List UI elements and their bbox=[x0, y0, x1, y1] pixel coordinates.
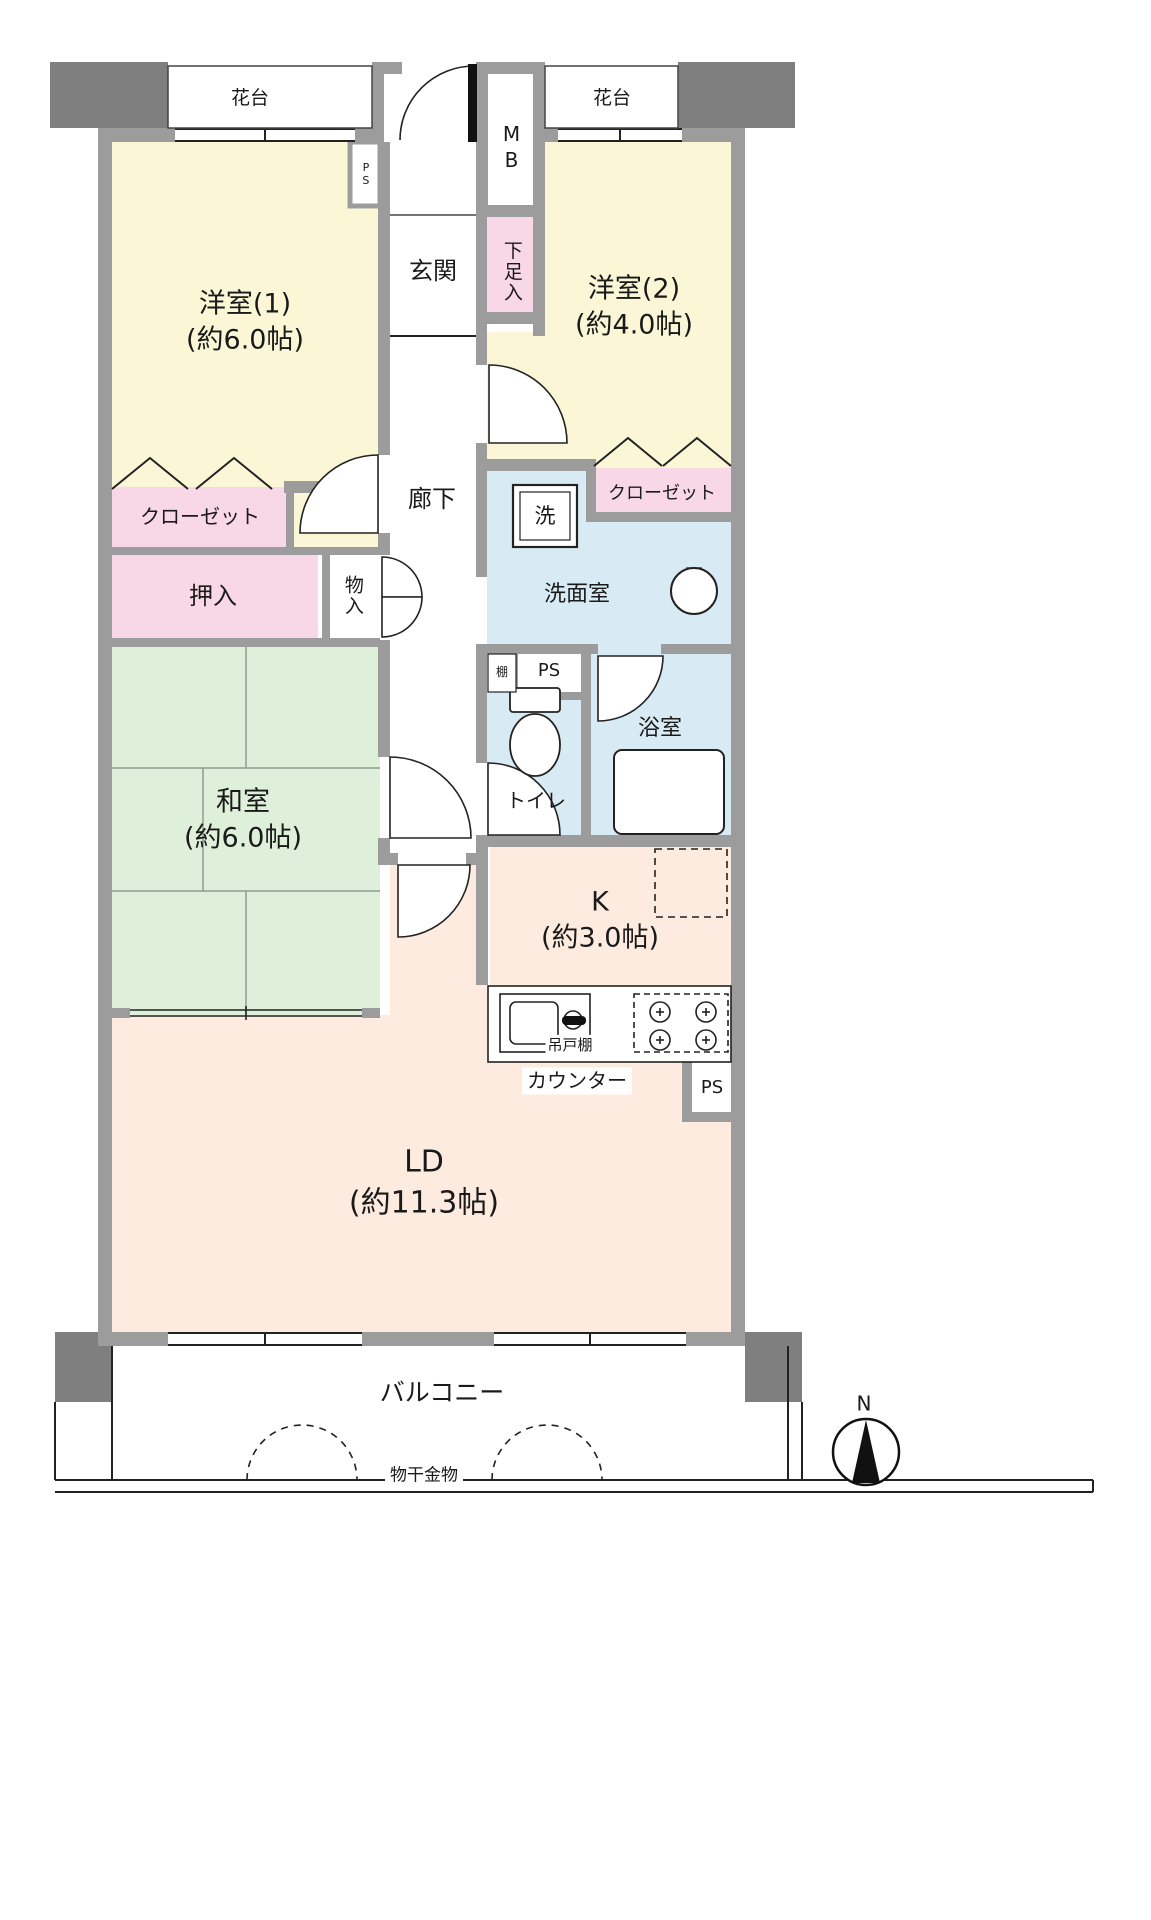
label-monohoshi: 物干金物 bbox=[385, 1464, 463, 1488]
label-kitchen: K(約3.0帖) bbox=[540, 886, 660, 954]
label-north: N bbox=[856, 1391, 872, 1416]
flower-bed-outlines bbox=[167, 65, 679, 129]
white-interiors bbox=[352, 74, 731, 1112]
label-getabako: 下足入 bbox=[500, 240, 523, 304]
windows bbox=[168, 128, 686, 1346]
label-yokushitsu: 浴室 bbox=[637, 716, 683, 742]
storage-door-upper bbox=[381, 556, 423, 598]
label-rouka: 廊下 bbox=[408, 484, 456, 513]
label-ps-top: PS bbox=[359, 161, 373, 187]
ps-top-box bbox=[347, 139, 383, 209]
refrigerator-outline bbox=[654, 848, 728, 918]
label-balcony: バルコニー bbox=[379, 1378, 505, 1408]
label-counter: カウンター bbox=[522, 1067, 632, 1095]
label-closet-right: クローゼット bbox=[608, 482, 716, 504]
entrance-lines bbox=[390, 214, 476, 337]
entrance-door-arc bbox=[399, 65, 475, 141]
label-closet-left: クローゼット bbox=[140, 504, 260, 529]
balcony-lines bbox=[54, 1346, 1094, 1493]
label-western-room-2: 洋室(2)(約4.0帖) bbox=[574, 273, 694, 341]
door-arcs bbox=[299, 64, 664, 938]
label-western-room-1: 洋室(1)(約6.0帖) bbox=[185, 288, 305, 356]
label-tana: 棚 bbox=[495, 664, 509, 679]
label-ps-bottom: PS bbox=[700, 1076, 724, 1098]
label-genkan: 玄関 bbox=[409, 256, 457, 285]
ld-door bbox=[397, 864, 471, 938]
tatami-lines bbox=[112, 645, 380, 1015]
kitchen-sink-icon bbox=[499, 993, 591, 1053]
stove-icon bbox=[633, 993, 729, 1053]
label-hanadai-right: 花台 bbox=[592, 87, 632, 110]
western1-door bbox=[299, 454, 379, 534]
label-washitsu: 和室(約6.0帖) bbox=[183, 786, 303, 854]
kitchen-counter bbox=[487, 985, 732, 1063]
label-ps-mid: PS bbox=[537, 659, 561, 681]
storage-door-lower bbox=[381, 596, 423, 638]
label-toilet: トイレ bbox=[506, 788, 566, 813]
label-tsuridana: 吊戸棚 bbox=[545, 1034, 595, 1056]
laundry-pole-arcs bbox=[246, 1424, 603, 1481]
vanity-sink-icon bbox=[670, 567, 718, 615]
toilet-door bbox=[487, 762, 561, 836]
pillars bbox=[50, 62, 802, 1402]
sliding-door bbox=[130, 1006, 362, 1020]
label-oshiire: 押入 bbox=[189, 581, 237, 610]
bifold-door-marks bbox=[111, 436, 732, 490]
label-senmenshitsu: 洗面室 bbox=[543, 582, 611, 608]
toilet-icon bbox=[509, 687, 561, 777]
label-mb: MB bbox=[499, 122, 524, 174]
label-monoire: 物入 bbox=[341, 575, 364, 617]
label-hanadai-left: 花台 bbox=[230, 87, 270, 110]
bathtub-icon bbox=[613, 749, 725, 835]
entrance-door-leaf bbox=[468, 64, 477, 142]
compass-icon bbox=[831, 1417, 901, 1487]
bath-door bbox=[597, 655, 664, 722]
shelf-box bbox=[487, 653, 517, 693]
washitsu-door bbox=[389, 756, 472, 839]
label-ld: LD(約11.3帖) bbox=[348, 1144, 500, 1221]
western2-door bbox=[488, 364, 568, 444]
washer-icon bbox=[511, 483, 579, 549]
label-washer: 洗 bbox=[534, 503, 556, 528]
